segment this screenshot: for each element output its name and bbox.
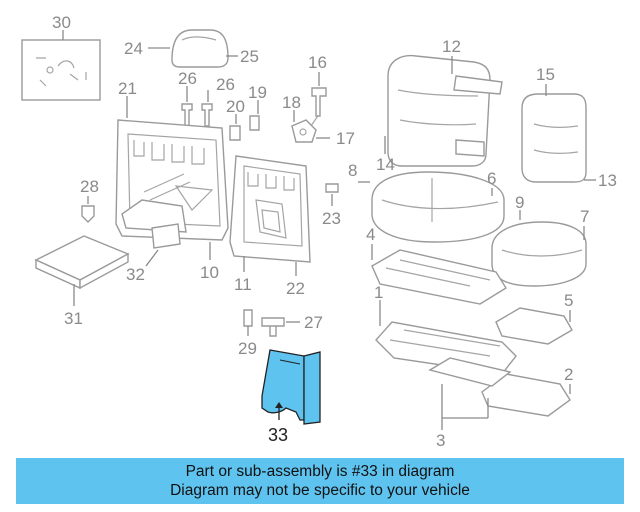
callout-3: 3 — [436, 431, 445, 450]
callout-20: 20 — [226, 97, 245, 116]
callout-5: 5 — [564, 291, 573, 310]
callout-6: 6 — [487, 169, 496, 188]
callout-32: 32 — [126, 265, 145, 284]
callout-14: 14 — [376, 155, 395, 174]
callout-8: 8 — [348, 161, 357, 180]
part-headrest — [171, 29, 229, 68]
callout-12: 12 — [442, 37, 461, 56]
part-1-frame — [375, 321, 517, 375]
part-12-seatback-right — [387, 54, 503, 167]
part-29-clip — [243, 309, 253, 327]
part-23-clip — [325, 183, 339, 193]
callout-25: 25 — [240, 47, 259, 66]
callout-15: 15 — [536, 65, 555, 84]
part-28-clip — [81, 205, 95, 223]
part-26-guides — [181, 103, 213, 127]
leader-lines — [62, 30, 596, 430]
part-21-seatback-left — [115, 119, 229, 241]
callout-30: 30 — [52, 13, 71, 32]
callout-11: 11 — [234, 275, 252, 294]
callout-23: 23 — [322, 209, 341, 228]
part-4-pan — [371, 249, 507, 305]
part-20-19-clips — [229, 115, 260, 141]
callout-9: 9 — [515, 193, 524, 212]
part-5-frame — [495, 307, 573, 345]
part-33-panel — [261, 349, 321, 425]
callout-31: 31 — [64, 309, 83, 328]
callout-17: 17 — [336, 129, 355, 148]
callout-24: 24 — [124, 39, 143, 58]
callout-18: 18 — [282, 93, 301, 112]
callout-13: 13 — [598, 171, 617, 190]
callout-28: 28 — [80, 177, 99, 196]
part-3-frame — [428, 357, 512, 387]
callout-labels: 30 24 25 16 12 15 26 26 21 20 19 18 17 1… — [52, 13, 617, 450]
info-banner: Part or sub-assembly is #33 in diagram D… — [16, 458, 624, 504]
callout-22: 22 — [286, 279, 305, 298]
part-31-pad — [34, 235, 130, 290]
banner-line-1: Part or sub-assembly is #33 in diagram — [185, 463, 455, 480]
part-27-bolt — [261, 317, 285, 337]
parts-diagram: 30 24 25 16 12 15 26 26 21 20 19 18 17 1… — [21, 13, 617, 450]
callout-33: 33 — [268, 425, 288, 445]
callout-27: 27 — [304, 313, 323, 332]
part-8-cushion — [371, 171, 505, 243]
callout-10: 10 — [200, 263, 219, 282]
banner-line-2: Diagram may not be specific to your vehi… — [170, 482, 470, 499]
part-9-cushion — [491, 221, 587, 287]
callout-4: 4 — [366, 225, 375, 244]
callout-21: 21 — [118, 79, 137, 98]
callout-26a: 26 — [178, 69, 197, 88]
callout-19: 19 — [248, 83, 267, 102]
callout-26b: 26 — [216, 75, 235, 94]
part-32-bracket — [151, 223, 181, 249]
callout-2: 2 — [564, 365, 573, 384]
callout-29: 29 — [238, 339, 257, 358]
callout-16: 16 — [308, 53, 327, 72]
callout-7: 7 — [580, 207, 589, 226]
part-30-hardware-kit — [21, 39, 101, 101]
part-15-seatback — [521, 93, 587, 183]
part-17-latch — [291, 119, 317, 143]
part-22-seatback-center — [229, 155, 311, 263]
callout-1: 1 — [374, 283, 383, 302]
